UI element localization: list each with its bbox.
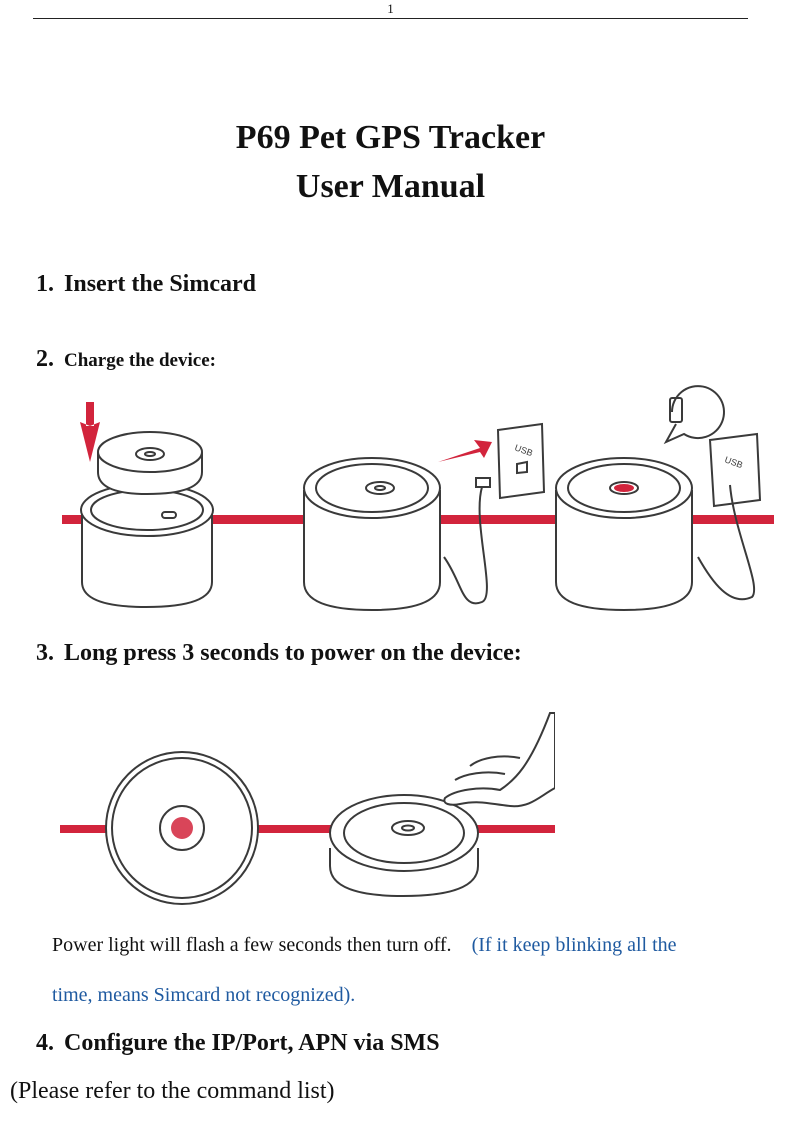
power-light-note: Power light will flash a few seconds the… [52,934,677,957]
page-number: 1 [387,1,394,16]
power-on-illustration [60,712,555,905]
step-number: 3. [36,640,54,666]
step-text: Configure the IP/Port, APN via SMS [64,1030,440,1056]
step-1-heading: 1. Insert the Simcard [36,271,256,298]
step-number: 4. [36,1030,54,1056]
step-number: 1. [36,271,54,297]
arrow-right-icon [438,440,492,462]
document-title: P69 Pet GPS Tracker [235,119,546,156]
header-rule [33,18,748,19]
step-4-heading: 4. Configure the IP/Port, APN via SMS [36,1030,440,1057]
document-subtitle: User Manual [295,168,486,205]
charging-illustration: USB USB [62,385,774,612]
step-text: Insert the Simcard [64,271,256,297]
step-2-heading: 2. Charge the device: [36,346,216,373]
note-text: Power light will flash a few seconds the… [52,934,452,956]
step-text: Charge the device: [64,350,216,371]
arrow-down-icon [80,402,100,462]
step-3-heading: 3. Long press 3 seconds to power on the d… [36,640,522,667]
usb-label: USB [723,454,744,470]
command-list-reference: (Please refer to the command list) [10,1078,335,1104]
note-warning: (If it keep blinking all the [471,934,677,956]
step-number: 2. [36,346,54,372]
usb-label: USB [513,442,534,458]
step-text: Long press 3 seconds to power on the dev… [64,640,522,666]
note-warning-line-2: time, means Simcard not recognized). [52,984,356,1006]
